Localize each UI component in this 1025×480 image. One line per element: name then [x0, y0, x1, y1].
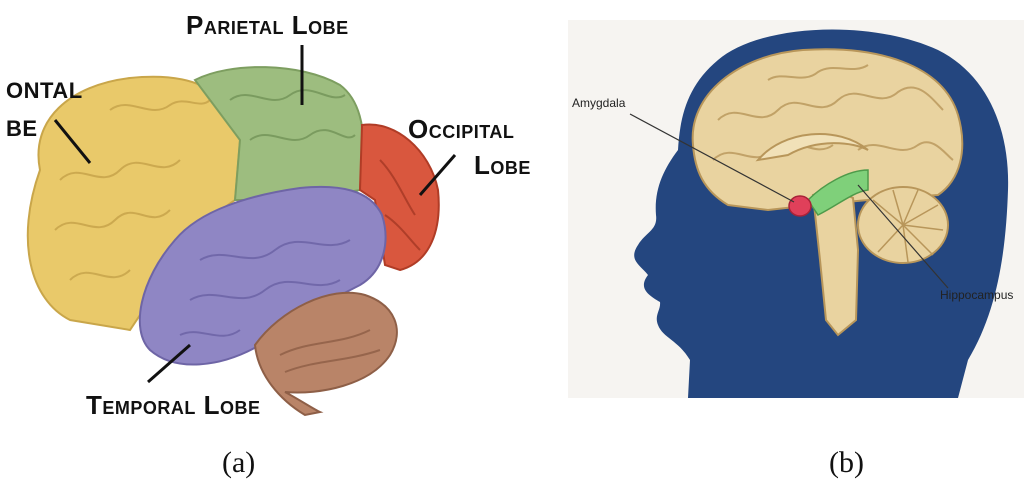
sagittal-head-illustration: [568, 20, 1024, 398]
temporal-label: Temporal Lobe: [86, 390, 261, 421]
parietal-label: Parietal Lobe: [186, 10, 349, 41]
hippocampus-label: Hippocampus: [940, 288, 1013, 302]
caption-b: (b): [829, 446, 864, 480]
lateral-brain-illustration: [0, 0, 560, 430]
amygdala-label: Amygdala: [572, 96, 625, 110]
occipital-label-line1: Occipital: [408, 114, 514, 145]
frontal-label-line2: BE: [6, 116, 38, 142]
lateral-brain-panel: ONTAL BE Parietal Lobe Occipital Lobe Te…: [0, 0, 560, 430]
occipital-label-line2: Lobe: [474, 150, 531, 181]
sagittal-brain-panel: Amygdala Hippocampus: [568, 20, 1024, 398]
caption-a: (a): [222, 446, 255, 480]
frontal-label-line1: ONTAL: [6, 78, 83, 104]
amygdala: [789, 196, 811, 216]
